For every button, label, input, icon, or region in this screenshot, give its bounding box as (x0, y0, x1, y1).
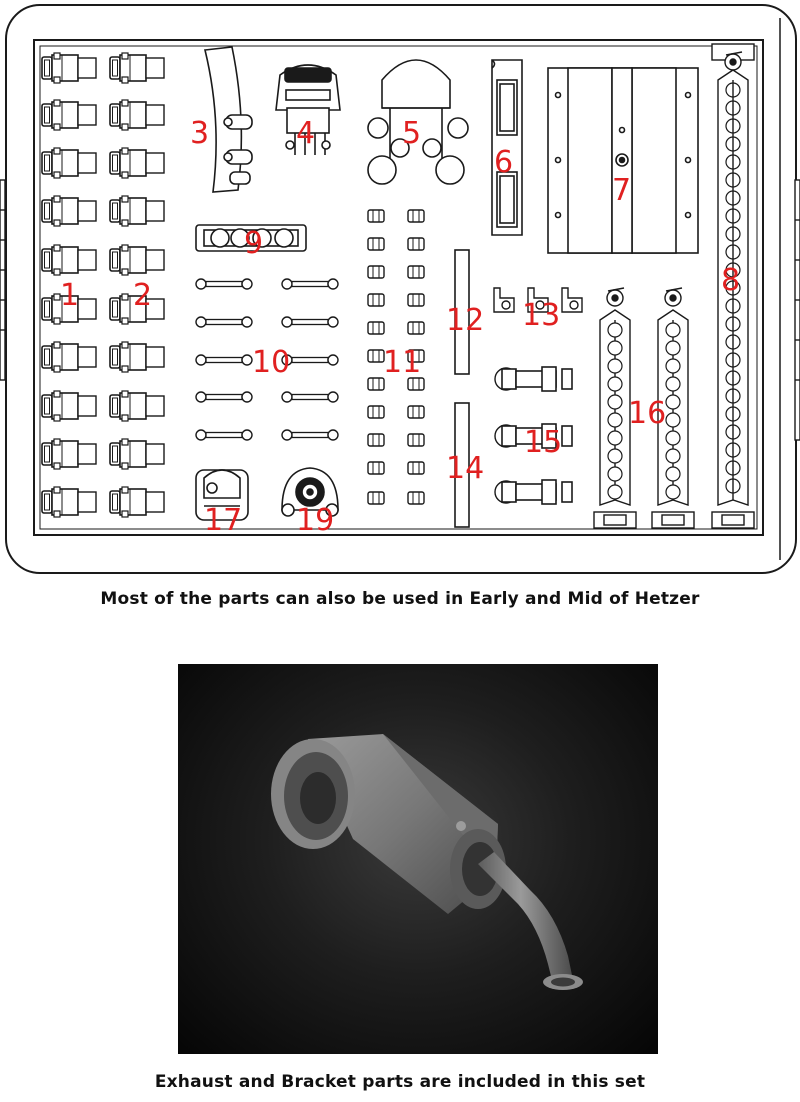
part-number-1: 1 (60, 278, 79, 313)
fret-inner-frame (33, 39, 764, 536)
part-number-17: 17 (204, 503, 242, 538)
part-number-14: 14 (446, 451, 484, 486)
fret-caption: Most of the parts can also be used in Ea… (100, 589, 700, 609)
fret-edge-marks-right (794, 179, 800, 441)
part-number-12: 12 (446, 303, 484, 338)
parts-fret-diagram: 1 2 3 4 5 6 7 8 9 10 11 12 13 14 15 16 1… (0, 4, 800, 574)
fret-edge-marks (0, 179, 6, 381)
part-number-13: 13 (522, 298, 560, 333)
render-caption: Exhaust and Bracket parts are included i… (154, 1072, 646, 1092)
part-6-frame (491, 59, 523, 236)
part-8-chain (711, 43, 755, 529)
part-7-plate (547, 67, 699, 254)
part-number-8: 8 (721, 263, 740, 298)
part-9-bar (195, 224, 307, 252)
exhaust-render (178, 664, 658, 1054)
fret-inner-frame-2 (39, 45, 758, 530)
part-12-strip (454, 249, 470, 375)
part-16-chains (593, 287, 695, 529)
part-number-11: 11 (383, 345, 421, 380)
part-14-strip (454, 402, 470, 528)
part-number-6: 6 (494, 145, 513, 180)
part-19-mount (281, 467, 339, 517)
part-17-housing (195, 469, 249, 521)
part-number-3: 3 (190, 116, 209, 151)
part-number-2: 2 (133, 278, 152, 313)
part-5-arch-frame (367, 59, 469, 185)
exhaust-model (271, 734, 583, 990)
part-number-4: 4 (296, 116, 315, 151)
part-3-curved-plate (204, 46, 253, 193)
part-number-7: 7 (612, 173, 631, 208)
part-number-5: 5 (402, 116, 421, 151)
part-number-16: 16 (628, 396, 666, 431)
part-number-9: 9 (244, 226, 263, 261)
part-number-10: 10 (252, 345, 290, 380)
part-number-19: 19 (296, 503, 334, 538)
part-4-housing (275, 64, 341, 155)
part-13-brackets (493, 287, 583, 313)
part-number-15: 15 (524, 425, 562, 460)
